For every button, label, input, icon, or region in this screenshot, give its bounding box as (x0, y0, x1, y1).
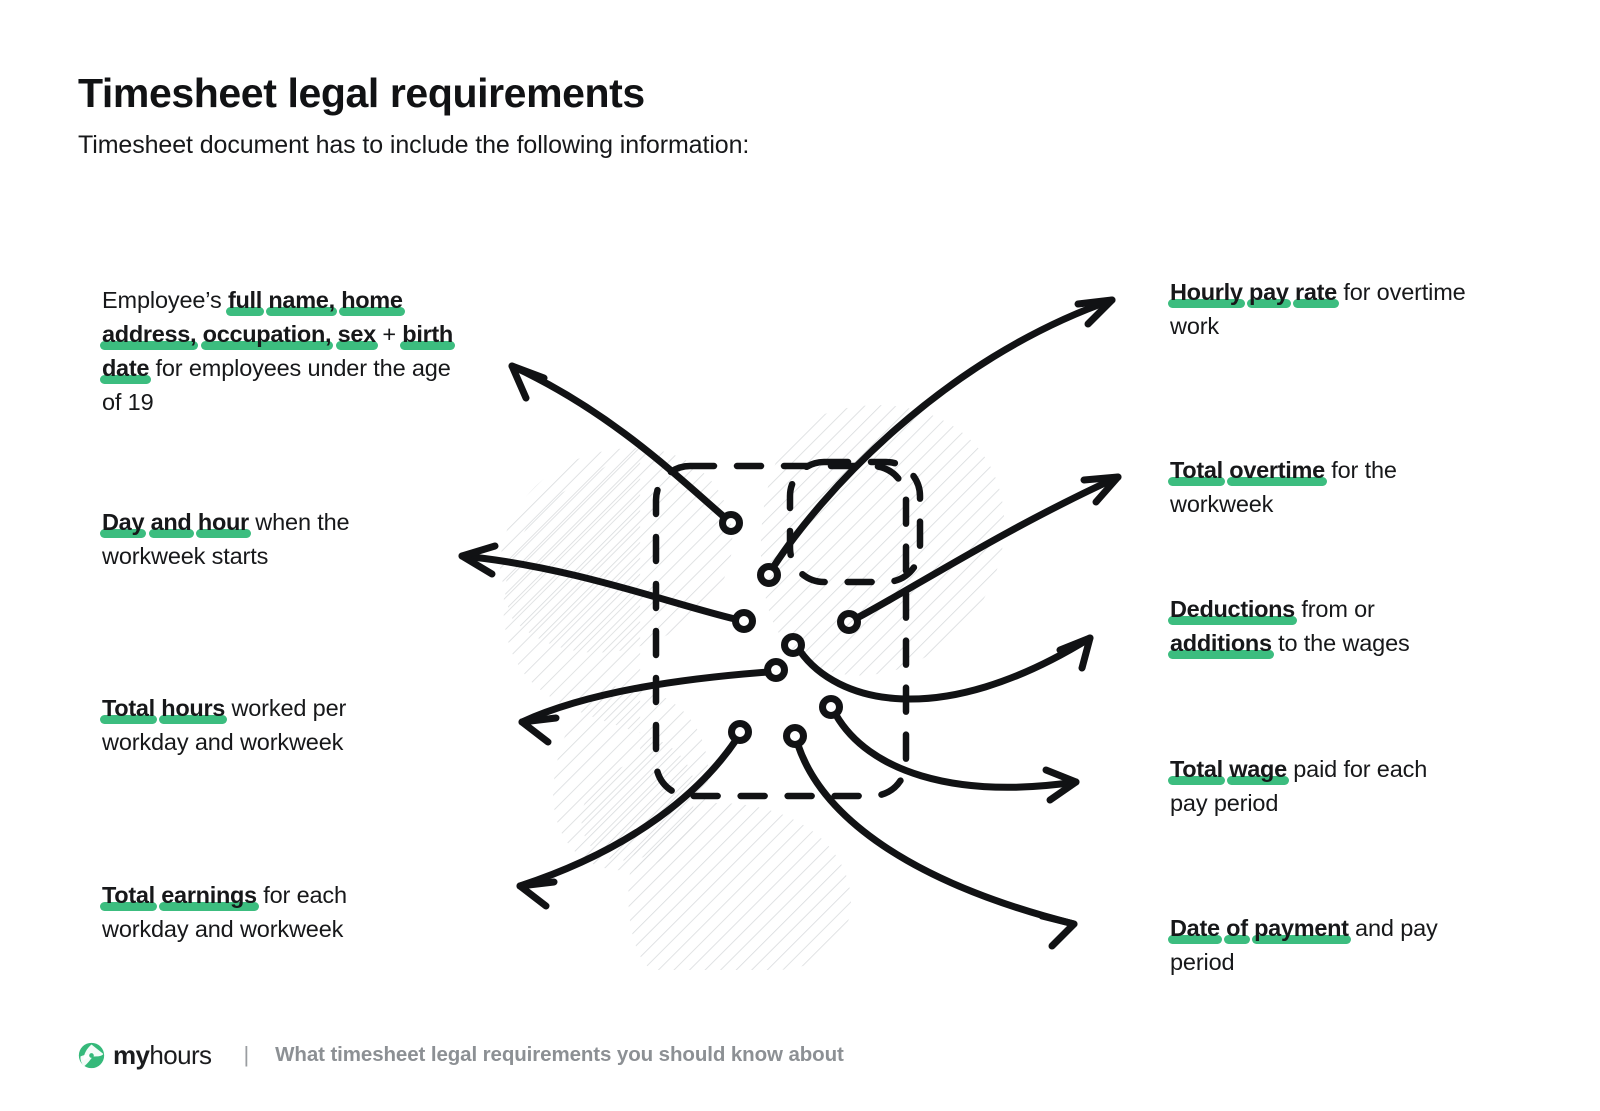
hatched-background-shapes (500, 405, 1005, 970)
highlighted-term: Total (100, 691, 157, 725)
dashed-frames (652, 458, 924, 800)
highlighted-term: pay (1247, 275, 1291, 309)
callout-date-of-payment: Date of payment and pay period (1168, 911, 1470, 979)
callout-total-hours: Total hours worked per workday and workw… (100, 691, 402, 759)
header: Timesheet legal requirements Timesheet d… (78, 70, 750, 160)
brand-bold: my (113, 1039, 150, 1070)
footer: myhours | What timesheet legal requireme… (78, 1032, 844, 1078)
myhours-globe-icon (78, 1042, 105, 1068)
highlighted-term: and (148, 505, 194, 539)
arrow-to-total-wage (819, 695, 1080, 804)
arrow-to-employee-identity (508, 362, 743, 535)
highlighted-term: address, (99, 317, 199, 351)
footer-caption: What timesheet legal requirements you sh… (275, 1043, 844, 1066)
diagram-svg (458, 296, 1122, 970)
highlighted-term: home (339, 283, 406, 317)
callout-total-overtime: Total overtime for the workweek (1168, 453, 1470, 521)
brand-wordmark: myhours (113, 1039, 212, 1071)
highlighted-term: sex (335, 317, 379, 351)
arrow-to-hourly-pay-rate (757, 296, 1116, 587)
highlighted-term: Total (1168, 752, 1225, 786)
highlighted-term: payment (1252, 911, 1351, 945)
arrow-to-date-of-payment (783, 724, 1078, 950)
highlighted-term: Deductions (1168, 592, 1297, 626)
arrow-to-total-overtime (837, 473, 1122, 634)
arrow-to-total-hours (518, 658, 788, 746)
highlighted-term: additions (1168, 626, 1274, 660)
arrow-to-deductions-additions (781, 633, 1094, 703)
callout-total-earnings: Total earnings for each workday and work… (100, 878, 402, 946)
highlighted-term: of (1224, 911, 1250, 945)
highlighted-term: overtime (1227, 453, 1327, 487)
arrow-to-total-earnings (516, 720, 752, 910)
dashed-frame-small (786, 458, 924, 586)
radiating-arrows-diagram (440, 270, 1140, 970)
callout-employee-identity: Employee’s full name, home address, occu… (99, 283, 455, 419)
page-subtitle: Timesheet document has to include the fo… (78, 131, 750, 160)
arrow-group (458, 296, 1122, 950)
callout-deductions-additions: Deductions from or additions to the wage… (1168, 592, 1470, 660)
highlighted-term: Total (1168, 453, 1225, 487)
highlighted-term: rate (1293, 275, 1339, 309)
highlighted-term: date (99, 351, 152, 385)
highlighted-term: Hourly (1168, 275, 1245, 309)
brand-light: hours (149, 1039, 212, 1070)
page-title: Timesheet legal requirements (78, 70, 645, 116)
highlighted-term: Date (1168, 911, 1222, 945)
dashed-frame-large (652, 462, 910, 800)
highlighted-term: wage (1227, 752, 1289, 786)
highlighted-term: occupation, (200, 317, 333, 351)
highlighted-term: Total (100, 878, 157, 912)
highlighted-term: birth (400, 317, 455, 351)
highlighted-term: full (225, 283, 265, 317)
highlighted-term: hours (159, 691, 227, 725)
arrow-to-workweek-start (458, 542, 756, 633)
highlighted-term: hour (195, 505, 251, 539)
callout-total-wage: Total wage paid for each pay period (1168, 752, 1470, 820)
highlighted-term: Day (99, 505, 147, 539)
brand-logo[interactable]: myhours (78, 1039, 212, 1071)
highlighted-term: name, (266, 283, 338, 317)
callout-workweek-start: Day and hour when the workweek starts (99, 505, 402, 573)
highlighted-term: earnings (159, 878, 259, 912)
callout-hourly-pay-rate: Hourly pay rate for overtime work (1168, 275, 1470, 343)
footer-separator: | (243, 1042, 250, 1067)
